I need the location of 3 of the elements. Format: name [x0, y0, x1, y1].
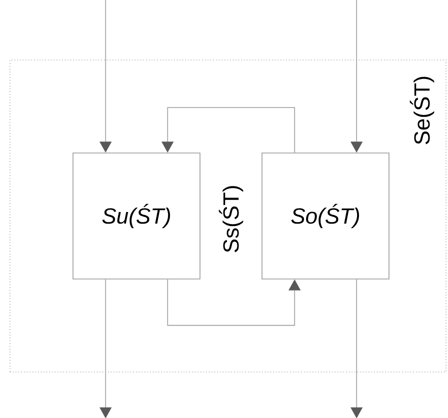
process-box: So(ŚT) — [262, 152, 390, 280]
process-box: Su(ŚT) — [72, 152, 200, 280]
subsystem-label: Ss(ŚT) — [218, 186, 244, 252]
